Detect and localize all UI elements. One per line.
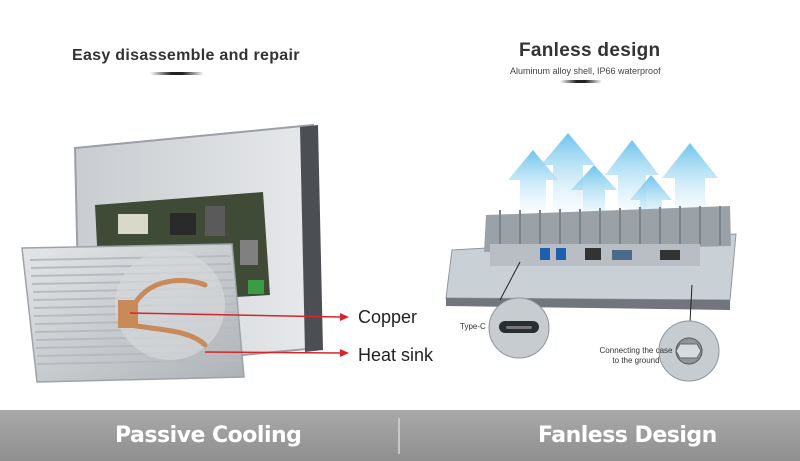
right-subtitle: Aluminum alloy shell, IP66 waterproof <box>510 66 661 76</box>
left-panel: Easy disassemble and repair <box>0 0 400 410</box>
bottom-feature-bar: Passive Cooling Fanless Design <box>0 410 800 461</box>
ground-connection-label: Connecting the case to the ground <box>599 346 673 365</box>
typec-port-zoom-illustration <box>488 297 550 359</box>
heat-sink-label: Heat sink <box>358 345 434 365</box>
right-title-underline <box>560 80 602 83</box>
callout-lines <box>499 261 693 323</box>
left-title: Easy disassemble and repair <box>72 47 300 64</box>
right-title: Fanless design <box>519 40 661 61</box>
left-title-underline <box>150 72 204 75</box>
ground-screw-zoom-illustration <box>658 320 720 382</box>
callout-arrows <box>129 312 349 357</box>
typec-label: Type-C <box>460 322 486 331</box>
copper-label: Copper <box>358 307 418 327</box>
right-panel: Fanless design Aluminum alloy shell, IP6… <box>400 0 800 410</box>
copper-heat-pipe-illustration <box>118 277 208 348</box>
bar-divider <box>398 418 400 454</box>
fanless-design-label: Fanless Design <box>538 423 717 448</box>
passive-cooling-label: Passive Cooling <box>115 423 302 448</box>
